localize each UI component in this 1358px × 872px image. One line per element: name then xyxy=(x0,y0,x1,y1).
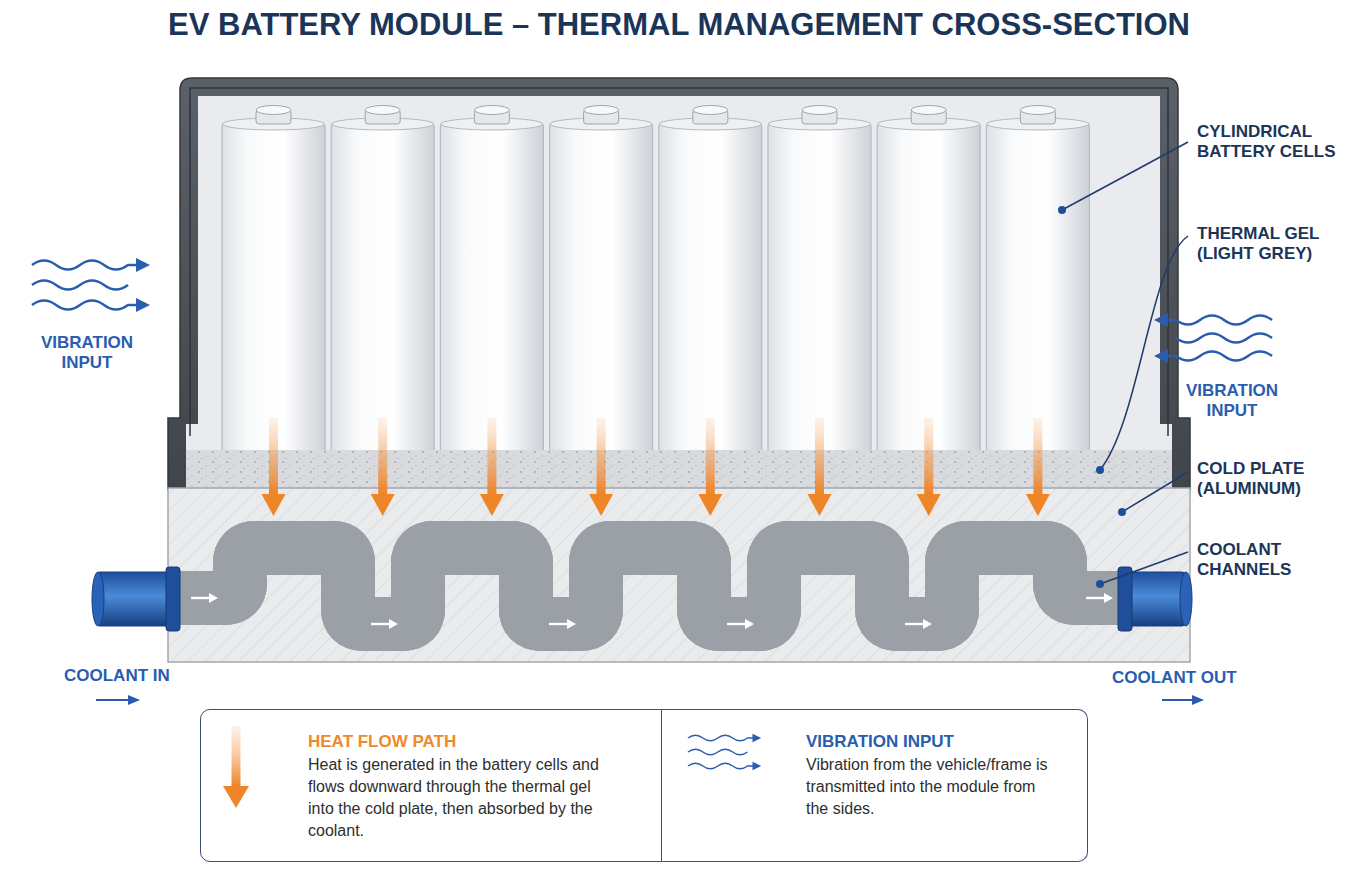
vibration-wave xyxy=(1154,313,1272,327)
battery-cell xyxy=(550,106,653,468)
heat-arrow xyxy=(262,418,286,516)
legend-vibration-icon xyxy=(688,749,748,755)
vibration-wave xyxy=(32,258,150,272)
battery-cell xyxy=(222,106,325,468)
thermal-gel xyxy=(186,450,1172,490)
legend-panel: HEAT FLOW PATHHeat is generated in the b… xyxy=(200,709,662,862)
cold-plate xyxy=(168,488,1190,662)
battery-cell xyxy=(877,106,980,468)
leader-line xyxy=(1100,236,1188,470)
leader-dot xyxy=(1096,580,1104,588)
legend-heat-icon-head xyxy=(223,786,249,808)
coolant-channel xyxy=(176,548,1124,624)
leader-line xyxy=(1100,552,1188,584)
leader-line xyxy=(1122,472,1188,512)
heat-arrow xyxy=(808,418,832,516)
inlet-pipe-end xyxy=(92,572,104,626)
coolant-fluid xyxy=(176,548,1124,624)
battery-cell xyxy=(986,106,1089,468)
leader-lines xyxy=(1062,142,1188,584)
leader-dot xyxy=(1096,466,1104,474)
coolant-highlight xyxy=(176,548,1124,624)
flow-arrow xyxy=(371,619,398,629)
heat-arrow xyxy=(589,418,613,516)
legend-description: Heat is generated in the battery cells a… xyxy=(308,754,608,842)
part-label: CYLINDRICAL BATTERY CELLS xyxy=(1197,122,1347,162)
battery-cell xyxy=(331,106,434,468)
heat-arrow xyxy=(371,418,395,516)
vibration-wave xyxy=(32,281,128,290)
part-label: THERMAL GEL (LIGHT GREY) xyxy=(1197,224,1347,264)
legend-heading: HEAT FLOW PATH xyxy=(308,732,661,752)
channel-lining xyxy=(176,548,1124,624)
housing-cavity xyxy=(186,96,1172,490)
leader-line xyxy=(1062,142,1188,210)
coolant-in-arrow xyxy=(96,699,130,701)
flow-arrow xyxy=(727,619,754,629)
legend-heat-icon xyxy=(232,726,241,788)
flow-arrow xyxy=(905,619,932,629)
channel-wall xyxy=(176,548,1124,624)
coolant-out-arrow xyxy=(1162,699,1194,701)
diagram-title: EV BATTERY MODULE – THERMAL MANAGEMENT C… xyxy=(0,7,1358,43)
coolant-out-arrowhead xyxy=(1192,695,1204,705)
leader-dot xyxy=(1118,508,1126,516)
cold-plate-hatch xyxy=(169,489,1189,661)
legend-vibration-icon xyxy=(688,762,761,771)
heat-arrow xyxy=(698,418,722,516)
outlet-pipe-end xyxy=(1180,572,1192,626)
outlet-pipe xyxy=(1126,572,1186,626)
flow-arrow xyxy=(191,593,218,603)
heat-arrow xyxy=(1026,418,1050,516)
thermal-gel-texture xyxy=(186,450,1172,490)
battery-cell xyxy=(440,106,543,468)
flow-arrow xyxy=(549,619,576,629)
leader-dot xyxy=(1058,206,1066,214)
coolant-label: COOLANT OUT xyxy=(1112,668,1237,688)
part-label: COLD PLATE (ALUMINUM) xyxy=(1197,459,1347,499)
battery-cell xyxy=(768,106,871,468)
vibration-wave xyxy=(32,298,150,312)
coolant-in-arrowhead xyxy=(128,695,140,705)
vibration-label: VIBRATION INPUT xyxy=(32,333,142,373)
part-label: COOLANT CHANNELS xyxy=(1197,540,1347,580)
battery-cell xyxy=(659,106,762,468)
heat-arrow xyxy=(917,418,941,516)
vibration-wave xyxy=(1176,334,1272,343)
flow-arrow xyxy=(1086,593,1113,603)
legend-vibration-icon xyxy=(688,734,761,743)
vibration-label: VIBRATION INPUT xyxy=(1177,381,1287,421)
inlet-pipe xyxy=(96,572,176,626)
legend-description: Vibration from the vehicle/frame is tran… xyxy=(806,754,1056,820)
coolant-label: COOLANT IN xyxy=(64,666,170,686)
inlet-collar xyxy=(166,567,180,631)
legend-heading: VIBRATION INPUT xyxy=(806,732,1087,752)
legend-panel: VIBRATION INPUTVibration from the vehicl… xyxy=(662,709,1088,862)
vibration-wave xyxy=(1154,349,1272,363)
heat-arrow xyxy=(480,418,504,516)
